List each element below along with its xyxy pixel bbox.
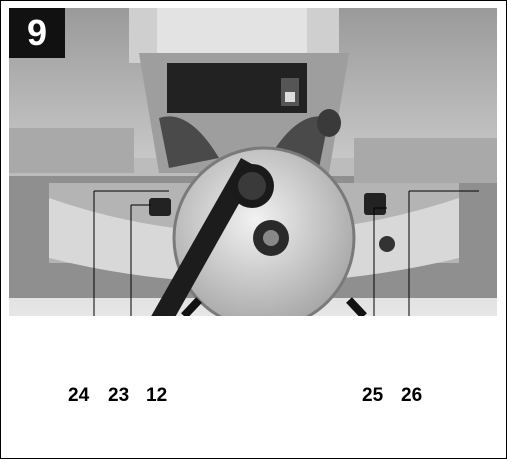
callout-label: 12: [146, 385, 168, 406]
figure-number-badge: 9: [9, 8, 65, 58]
callout-label: 24: [68, 385, 90, 406]
callout-label: 25: [362, 385, 384, 406]
miter-saw-photo: [9, 8, 497, 316]
callout-label: 23: [108, 385, 130, 406]
callout-label: 26: [401, 385, 423, 406]
